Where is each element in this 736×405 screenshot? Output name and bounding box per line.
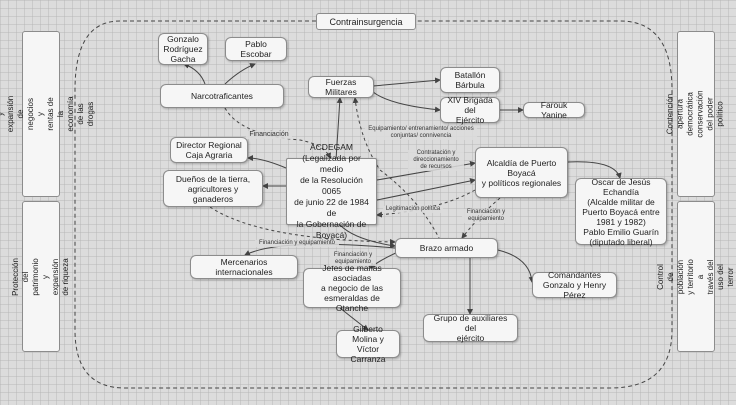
side-label-right-top-text: Contención apertura democrática conserva… (666, 90, 726, 138)
node-duenos-tierra[interactable]: Dueños de la tierra, agricultores y gana… (163, 170, 263, 207)
diagram-title: Contrainsurgencia (316, 13, 416, 30)
edge-label-fin-equip-right: Financiación y equipamiento (462, 209, 510, 223)
node-oscar-echandia[interactable]: Oscar de Jesús Echandía (Alcalde militar… (575, 177, 667, 247)
node-farouk-yanine[interactable]: Farouk Yanine (523, 100, 585, 120)
edge-narco-gonzalo (183, 62, 206, 85)
edge-label-contratacion: Contratación y direccionamiento de recur… (408, 150, 464, 171)
side-label-right-top: Contención apertura democrática conserva… (666, 31, 725, 197)
side-label-left-bottom: Protección del patrimonio y expansión de… (11, 201, 70, 352)
node-director-caja-agraria[interactable]: Director Regional Caja Agraria (170, 137, 248, 163)
edge-label-legitimacion: Legitimación política (383, 206, 443, 213)
side-label-right-bottom-text: Control de población y territorio a trav… (656, 258, 735, 295)
edge-jefes-gilberto (339, 307, 369, 331)
boundary-dashed (74, 20, 673, 389)
node-narcotraficantes[interactable]: Narcotraficantes (160, 84, 284, 108)
node-jefes-mafias-esmeraldas[interactable]: Jefes de mafias asociadas a negocio de l… (303, 263, 401, 313)
edge-acdegam-director (247, 155, 287, 169)
edge-narco-acdegam-dashed (224, 107, 332, 159)
edge-label-fin-equip-jefes: Financiación y equipamiento (330, 252, 376, 266)
side-label-left-top-text: Protección y expansión de negocios y ren… (0, 95, 96, 133)
side-label-left-top: Protección y expansión de negocios y ren… (0, 31, 95, 197)
node-gonzalo-rodriguez-gacha[interactable]: Gonzalo Rodríguez Gacha (158, 33, 208, 65)
edge-narco-pablo (224, 63, 256, 85)
edge-acdegam-fuerzas (335, 97, 343, 161)
edge-label-financiacion: Financiación (246, 131, 292, 139)
edge-acdegam-brazo (339, 224, 396, 249)
node-xiv-brigada[interactable]: XIV Brigada del Ejército (440, 95, 500, 125)
edge-alcaldia-oscar (567, 161, 622, 179)
node-pablo-escobar[interactable]: Pablo Escobar (225, 37, 287, 61)
node-batallon-barbula[interactable]: Batallón Bárbula (440, 67, 500, 93)
side-label-right-bottom: Control de población y territorio a trav… (656, 201, 735, 352)
node-brazo-armado[interactable]: Brazo armado (395, 238, 498, 258)
node-fuerzas-militares[interactable]: Fuerzas Militares (308, 76, 374, 98)
node-grupo-auxiliares[interactable]: Grupo de auxiliares del ejército (423, 313, 518, 343)
node-acdegam[interactable]: ACDEGAM (Legalizada por medio de la Reso… (286, 142, 377, 240)
edge-brazo-fuerzas-dashed (352, 97, 441, 241)
edge-brazo-comandantes (497, 249, 535, 283)
edge-fuerzas-batallon (372, 77, 441, 87)
edge-label-fin-equip-left: Financiación y equipamiento (255, 240, 339, 247)
node-gilberto-molina[interactable]: Gilberto Molina y Víctor Carranza (336, 324, 400, 364)
edge-fuerzas-brigada (372, 91, 441, 113)
edge-label-equipamiento: Equipamiento/ entrenamiento/ acciones co… (365, 126, 477, 140)
side-label-left-bottom-text: Protección del patrimonio y expansión de… (11, 257, 71, 296)
edge-acdegam-alcaldia2 (376, 178, 476, 201)
node-alcaldia-puerto-boyaca[interactable]: Alcaldía de Puerto Boyacá y políticos re… (475, 147, 568, 198)
node-mercenarios-internacionales[interactable]: Mercenarios internacionales (190, 255, 298, 279)
node-comandantes-perez[interactable]: Comandantes Gonzalo y Henry Pérez (532, 270, 617, 300)
